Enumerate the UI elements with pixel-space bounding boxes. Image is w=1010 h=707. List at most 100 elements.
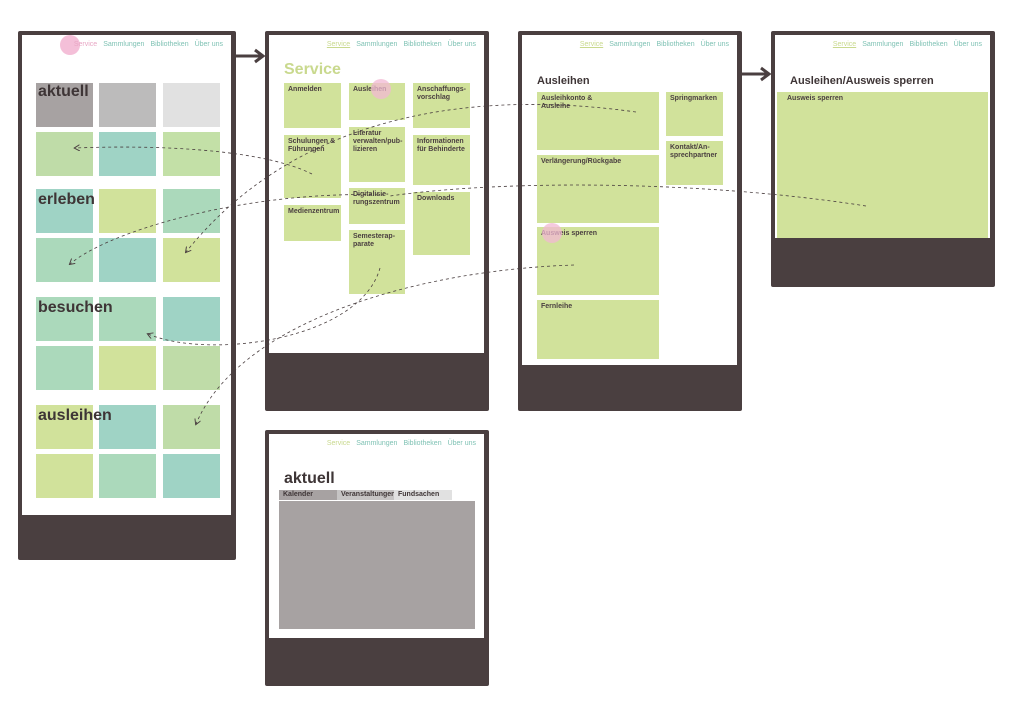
box-label: Literatur verwalten/pub- lizieren — [353, 130, 403, 153]
box-label: Informationen für Behinderte — [417, 138, 465, 153]
aktuell-nav: Service Sammlungen Bibliotheken Über uns — [327, 440, 476, 447]
label-aktuell: aktuell — [38, 83, 89, 100]
calendar-panel — [279, 501, 475, 629]
service-screen: Service Sammlungen Bibliotheken Über uns… — [269, 35, 484, 353]
service-frame: Service Sammlungen Bibliotheken Über uns… — [265, 31, 489, 411]
tile[interactable] — [36, 346, 93, 390]
nav-sammlungen[interactable]: Sammlungen — [103, 41, 145, 48]
nav-bibliotheken[interactable]: Bibliotheken — [656, 41, 695, 48]
box-fernleihe[interactable]: Fernleihe — [537, 300, 659, 359]
tap-marker — [371, 79, 391, 99]
box-ausweis-sperren[interactable]: Ausweis sperren — [777, 92, 988, 238]
tile[interactable] — [36, 132, 93, 176]
page-title: Ausleihen — [537, 75, 590, 87]
nav-sammlungen[interactable]: Sammlungen — [862, 41, 904, 48]
arrow-ausleihen-to-sperren — [742, 66, 772, 82]
ausleihen-frame: Service Sammlungen Bibliotheken Über uns… — [518, 31, 742, 411]
box-ausleihkonto[interactable]: Ausleihkonto & Ausleihe — [537, 92, 659, 150]
tab-veranstaltungen[interactable]: Veranstaltungen — [337, 490, 395, 500]
tab-fundsachen[interactable]: Fundsachen — [394, 490, 452, 500]
tile[interactable] — [99, 405, 156, 449]
tile[interactable] — [99, 83, 156, 127]
sperren-screen: Service Sammlungen Bibliotheken Über uns… — [775, 35, 990, 238]
label-ausleihen: ausleihen — [38, 407, 112, 424]
arrow-home-to-service — [236, 48, 266, 64]
tap-marker — [542, 223, 562, 243]
nav-bibliotheken[interactable]: Bibliotheken — [403, 41, 442, 48]
tile[interactable] — [163, 454, 220, 498]
box-label: Ausleihen — [353, 86, 387, 93]
tile[interactable] — [99, 346, 156, 390]
nav-service[interactable]: Service — [832, 41, 857, 48]
home-frame: Service Sammlungen Bibliotheken Über uns… — [18, 31, 236, 560]
box-label: Medienzentrum — [288, 208, 340, 215]
nav-ueber-uns[interactable]: Über uns — [194, 41, 223, 48]
box-literatur[interactable]: Literatur verwalten/pub- lizieren — [349, 127, 405, 182]
box-label: Schulungen & Führungen — [288, 138, 336, 153]
tile[interactable] — [99, 189, 156, 233]
sperren-nav: Service Sammlungen Bibliotheken Über uns — [833, 41, 982, 48]
box-label: Ausweis sperren — [787, 95, 844, 102]
nav-service[interactable]: Service — [579, 41, 604, 48]
box-label: Verlängerung/Rückgabe — [541, 158, 622, 165]
box-label: Springmarken — [670, 95, 718, 102]
nav-bibliotheken[interactable]: Bibliotheken — [403, 440, 442, 447]
tile[interactable] — [163, 405, 220, 449]
tile[interactable] — [163, 238, 220, 282]
home-nav: Service Sammlungen Bibliotheken Über uns — [74, 41, 223, 48]
box-anmelden[interactable]: Anmelden — [284, 83, 341, 128]
tile[interactable] — [163, 189, 220, 233]
nav-sammlungen[interactable]: Sammlungen — [356, 41, 398, 48]
page-title: Service — [284, 61, 341, 78]
nav-bibliotheken[interactable]: Bibliotheken — [909, 41, 948, 48]
nav-service[interactable]: Service — [326, 440, 351, 447]
nav-sammlungen[interactable]: Sammlungen — [356, 440, 398, 447]
box-label: Anschaffungs- vorschlag — [417, 86, 466, 101]
tile[interactable] — [163, 346, 220, 390]
nav-ueber-uns[interactable]: Über uns — [953, 41, 982, 48]
tile[interactable] — [99, 238, 156, 282]
tile-aktuell[interactable] — [36, 83, 93, 127]
box-medienzentrum[interactable]: Medienzentrum — [284, 205, 341, 241]
box-label: Digitalisie- rungszentrum — [353, 191, 400, 206]
nav-service[interactable]: Service — [73, 41, 98, 48]
label-erleben: erleben — [38, 191, 95, 208]
home-screen: Service Sammlungen Bibliotheken Über uns… — [22, 35, 231, 515]
sperren-frame: Service Sammlungen Bibliotheken Über uns… — [771, 31, 995, 287]
nav-ueber-uns[interactable]: Über uns — [700, 41, 729, 48]
ausleihen-nav: Service Sammlungen Bibliotheken Über uns — [580, 41, 729, 48]
tap-marker — [60, 35, 80, 55]
tile[interactable] — [99, 454, 156, 498]
aktuell-frame: Service Sammlungen Bibliotheken Über uns… — [265, 430, 489, 686]
tile-ausleihen[interactable] — [36, 405, 93, 449]
box-kontakt[interactable]: Kontakt/An- sprechpartner — [666, 141, 723, 185]
nav-ueber-uns[interactable]: Über uns — [447, 440, 476, 447]
tile-besuchen[interactable] — [36, 297, 93, 341]
box-label: Ausleihkonto & Ausleihe — [541, 95, 593, 110]
box-semesterapparate[interactable]: Semesterap- parate — [349, 230, 405, 294]
tile[interactable] — [163, 297, 220, 341]
tile[interactable] — [99, 132, 156, 176]
box-label: Downloads — [417, 195, 455, 202]
box-label: Semesterap- parate — [353, 233, 396, 248]
box-label: Fernleihe — [541, 303, 573, 310]
tab-kalender[interactable]: Kalender — [279, 490, 337, 500]
box-schulungen[interactable]: Schulungen & Führungen — [284, 135, 341, 198]
box-verlaengerung[interactable]: Verlängerung/Rückgabe — [537, 155, 659, 223]
page-title: Ausleihen/Ausweis sperren — [790, 75, 934, 87]
tile[interactable] — [163, 83, 220, 127]
box-anschaffungsvorschlag[interactable]: Anschaffungs- vorschlag — [413, 83, 470, 128]
box-digitalisierung[interactable]: Digitalisie- rungszentrum — [349, 188, 405, 224]
nav-service[interactable]: Service — [326, 41, 351, 48]
nav-ueber-uns[interactable]: Über uns — [447, 41, 476, 48]
nav-bibliotheken[interactable]: Bibliotheken — [150, 41, 189, 48]
box-informationen[interactable]: Informationen für Behinderte — [413, 135, 470, 185]
box-downloads[interactable]: Downloads — [413, 192, 470, 255]
tile[interactable] — [163, 132, 220, 176]
box-label: Kontakt/An- sprechpartner — [670, 144, 718, 159]
tile[interactable] — [36, 238, 93, 282]
nav-sammlungen[interactable]: Sammlungen — [609, 41, 651, 48]
box-springmarken[interactable]: Springmarken — [666, 92, 723, 136]
box-label: Anmelden — [288, 86, 322, 93]
tile[interactable] — [36, 454, 93, 498]
